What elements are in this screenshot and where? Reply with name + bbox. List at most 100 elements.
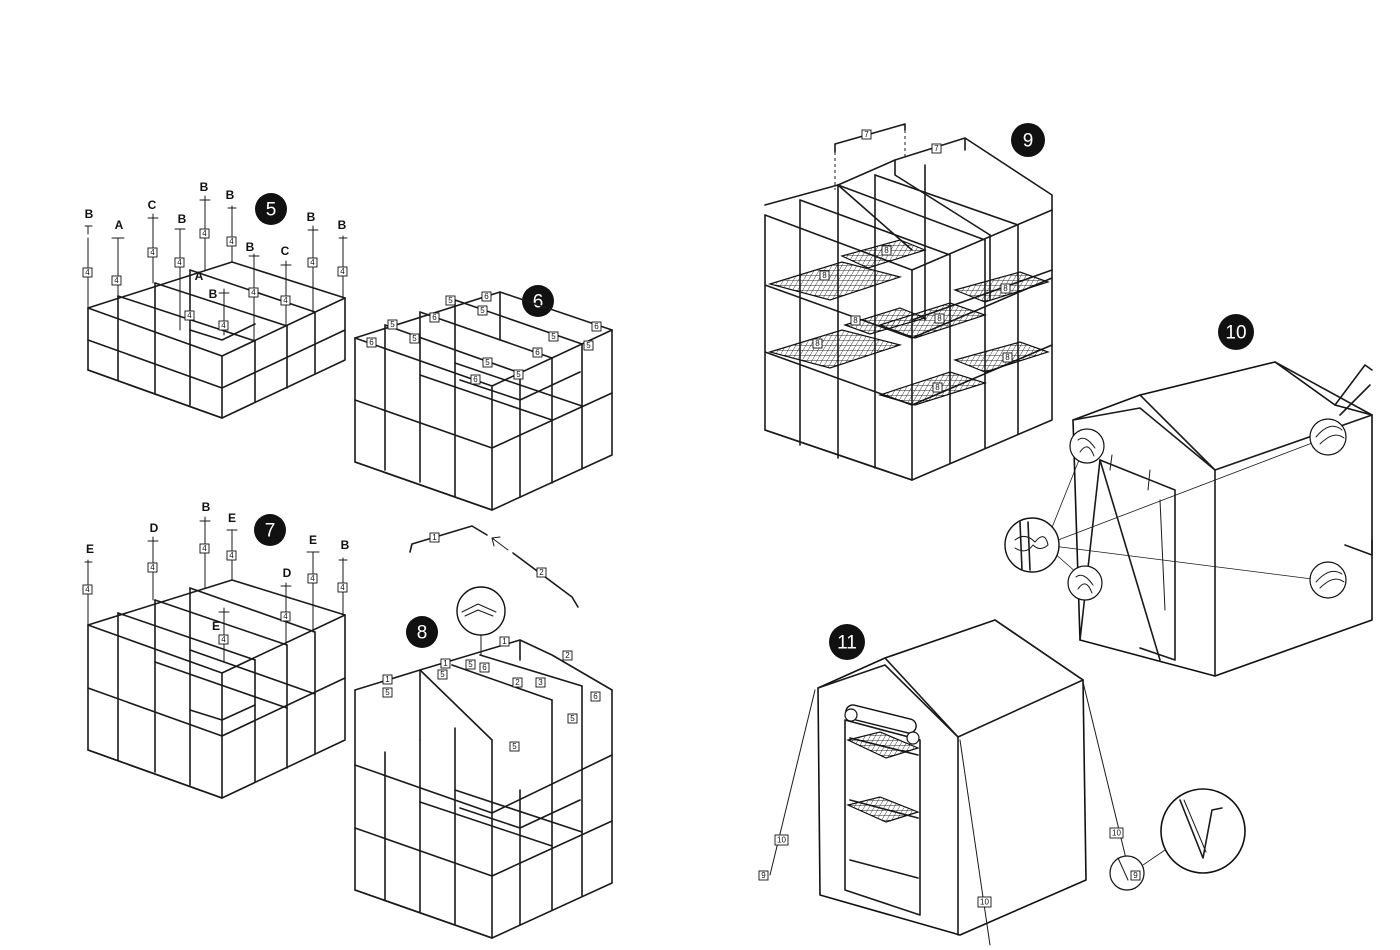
svg-text:1: 1 [432,533,437,542]
svg-text:4: 4 [85,585,90,594]
svg-text:4: 4 [310,574,315,583]
pipe-tag: 4 [174,257,185,268]
connector-label: B [202,500,211,514]
svg-text:5: 5 [440,670,445,679]
svg-text:5: 5 [468,660,473,669]
pipe-tag: 5 [548,331,559,342]
step-6-frame [354,291,613,511]
pipe-tag: 5 [382,687,393,698]
step-5-pipe-tags: 4 4 4 4 4 4 4 4 4 4 4 4 [82,228,348,331]
pipe-tag: 2 [536,567,547,578]
svg-text:10: 10 [1225,323,1246,344]
step-8-panel: 8 1 2 1 2 1 1 [354,525,613,939]
shelf-tag: 8 [1000,283,1011,294]
pipe-tag: 1 [440,658,451,669]
svg-text:8: 8 [1005,353,1010,362]
pipe-tag: 6 [532,347,543,358]
pipe-tag: 4 [199,228,210,239]
svg-text:4: 4 [221,321,226,330]
svg-text:8: 8 [1003,284,1008,293]
pipe-tag: 6 [429,312,440,323]
connector-label: B [226,188,235,202]
pipe-tag: 4 [82,584,93,595]
svg-text:6: 6 [482,663,487,672]
svg-text:4: 4 [229,237,234,246]
svg-text:2: 2 [515,678,520,687]
shelf-tag: 8 [881,245,892,256]
svg-text:7: 7 [864,130,869,139]
svg-text:4: 4 [114,276,119,285]
connector-label: B [307,210,316,224]
pipe-tag: 6 [481,291,492,302]
step-11-panel: 11 9 10 10 10 9 [758,619,1246,946]
step-7-badge: 7 [254,514,286,546]
svg-text:6: 6 [473,375,478,384]
svg-text:4: 4 [150,248,155,257]
svg-text:4: 4 [177,258,182,267]
step-8-frame [354,639,613,939]
svg-text:5: 5 [390,320,395,329]
svg-text:4: 4 [340,267,345,276]
pipe-tag: 4 [226,550,237,561]
svg-text:4: 4 [340,583,345,592]
stake-icon: 9 [1109,788,1246,891]
svg-text:6: 6 [593,692,598,701]
svg-text:5: 5 [266,200,277,221]
pipe-tag: 4 [184,310,195,321]
svg-text:4: 4 [221,635,226,644]
pipe-tag: 4 [199,543,210,554]
pipe-tag: 5 [445,295,456,306]
svg-text:3: 3 [538,678,543,687]
pipe-tag: 4 [226,236,237,247]
pipe-tag: 4 [147,562,158,573]
shelf-tag: 8 [1002,352,1013,363]
pipe-tag: 5 [477,305,488,316]
step-8-badge: 8 [406,616,438,648]
step-10-cover [1072,361,1373,677]
svg-text:7: 7 [934,144,939,153]
pipe-tag: 5 [387,319,398,330]
svg-text:5: 5 [412,334,417,343]
pipe-tag: 4 [280,611,291,622]
tie-icon [1004,517,1060,573]
svg-text:4: 4 [187,311,192,320]
svg-text:5: 5 [516,370,521,379]
svg-text:4: 4 [202,544,207,553]
connector-label: B [341,538,350,552]
svg-text:10: 10 [1112,829,1121,838]
svg-text:1: 1 [385,675,390,684]
stake-tag: 9 [758,870,769,881]
step-7-connector-labels: E D B E E D E B [86,500,350,633]
svg-text:7: 7 [265,521,276,542]
pipe-tag: 6 [470,374,481,385]
connector-label: C [281,244,290,258]
pipe-tag: 4 [111,275,122,286]
step-11-rolled-door [844,704,920,745]
pipe-tag: 7 [931,143,942,154]
shelf-tag: 8 [934,313,945,324]
svg-text:5: 5 [448,296,453,305]
pipe-tag: 4 [280,295,291,306]
svg-text:4: 4 [251,288,256,297]
connector-label: E [212,619,220,633]
shelf-tag: 8 [812,338,823,349]
connector-label: B [200,180,209,194]
connector-label: B [338,218,347,232]
step-6-panel: 6 5 5 6 5 6 5 6 5 6 5 6 5 6 5 [354,285,613,511]
svg-text:6: 6 [594,322,599,331]
step-5-badge: 5 [255,193,287,225]
step-7-frame [87,579,346,799]
pipe-tag: 6 [479,662,490,673]
step-5-connector-heads [84,195,348,299]
svg-text:6: 6 [369,338,374,347]
step-6-badge: 6 [522,285,554,317]
svg-text:4: 4 [310,258,315,267]
connector-label: B [209,287,218,301]
svg-text:2: 2 [565,651,570,660]
svg-text:11: 11 [837,633,857,654]
pipe-tag: 5 [465,659,476,670]
svg-text:4: 4 [229,551,234,560]
svg-text:5: 5 [586,341,591,350]
pipe-tag: 5 [437,669,448,680]
